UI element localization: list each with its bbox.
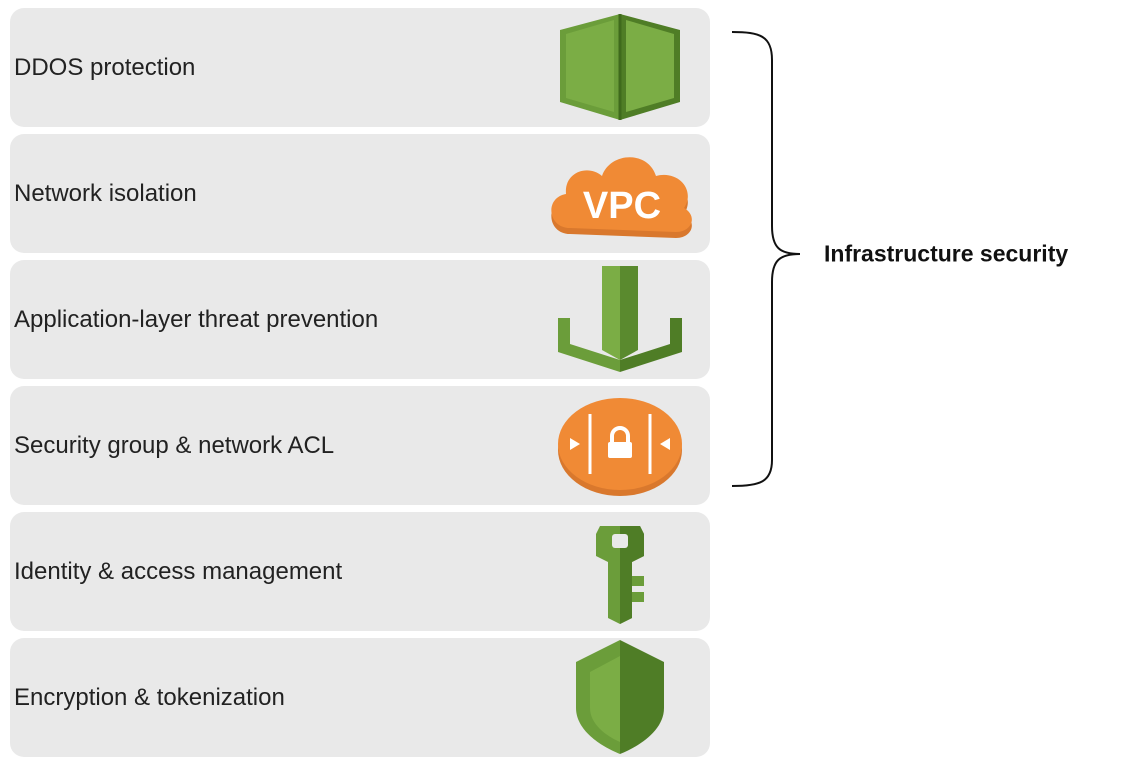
layer-network-isolation: Network isolation VPC (10, 134, 710, 253)
layer-encryption-tokenization: Encryption & tokenization (10, 638, 710, 757)
layer-label: Security group & network ACL (14, 431, 335, 459)
layer-ddos-protection: DDOS protection (10, 8, 710, 127)
layer-security-group-acl: Security group & network ACL (10, 386, 710, 505)
layer-application-threat-prevention: Application-layer threat prevention (10, 260, 710, 379)
key-icon (540, 512, 700, 631)
grouping-brace (731, 31, 801, 487)
layer-label: Application-layer threat prevention (14, 305, 379, 333)
waf-arrow-icon (540, 260, 700, 379)
encryption-shield-icon (540, 638, 700, 757)
vpc-icon-text: VPC (583, 185, 661, 227)
layer-label: Network isolation (14, 179, 197, 207)
layer-label: Identity & access management (14, 557, 343, 585)
shield-icon (540, 8, 700, 127)
security-group-lock-icon (540, 386, 700, 505)
layer-label: Encryption & tokenization (14, 683, 285, 711)
layer-label: DDOS protection (14, 53, 196, 81)
vpc-cloud-icon: VPC (540, 134, 700, 253)
infrastructure-security-label: Infrastructure security (824, 240, 1069, 267)
layer-identity-access-management: Identity & access management (10, 512, 710, 631)
